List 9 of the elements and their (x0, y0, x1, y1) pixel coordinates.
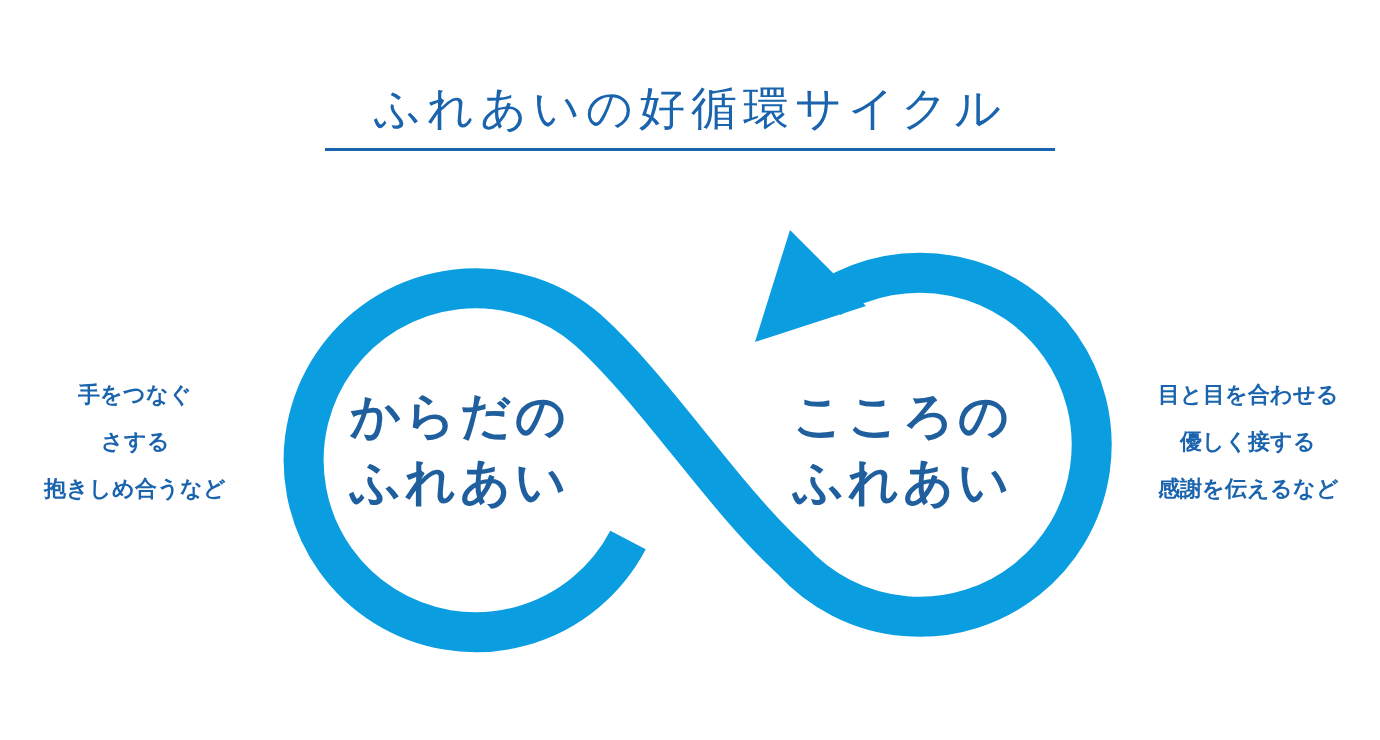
example-text: 感謝を伝えるなど (1156, 475, 1340, 503)
loop-label: こころのふれあい (788, 383, 1018, 515)
example-text: 手をつなぐ (77, 381, 193, 409)
example-text: 目と目を合わせる (1156, 381, 1340, 409)
example-text: 優しく接する (1178, 428, 1317, 456)
example-text: さする (99, 428, 171, 456)
title: ふれあいの好循環サイクル (325, 78, 1055, 151)
example-text: 抱きしめ合うなど (42, 475, 227, 503)
loop-label: からだのふれあい (345, 383, 575, 515)
